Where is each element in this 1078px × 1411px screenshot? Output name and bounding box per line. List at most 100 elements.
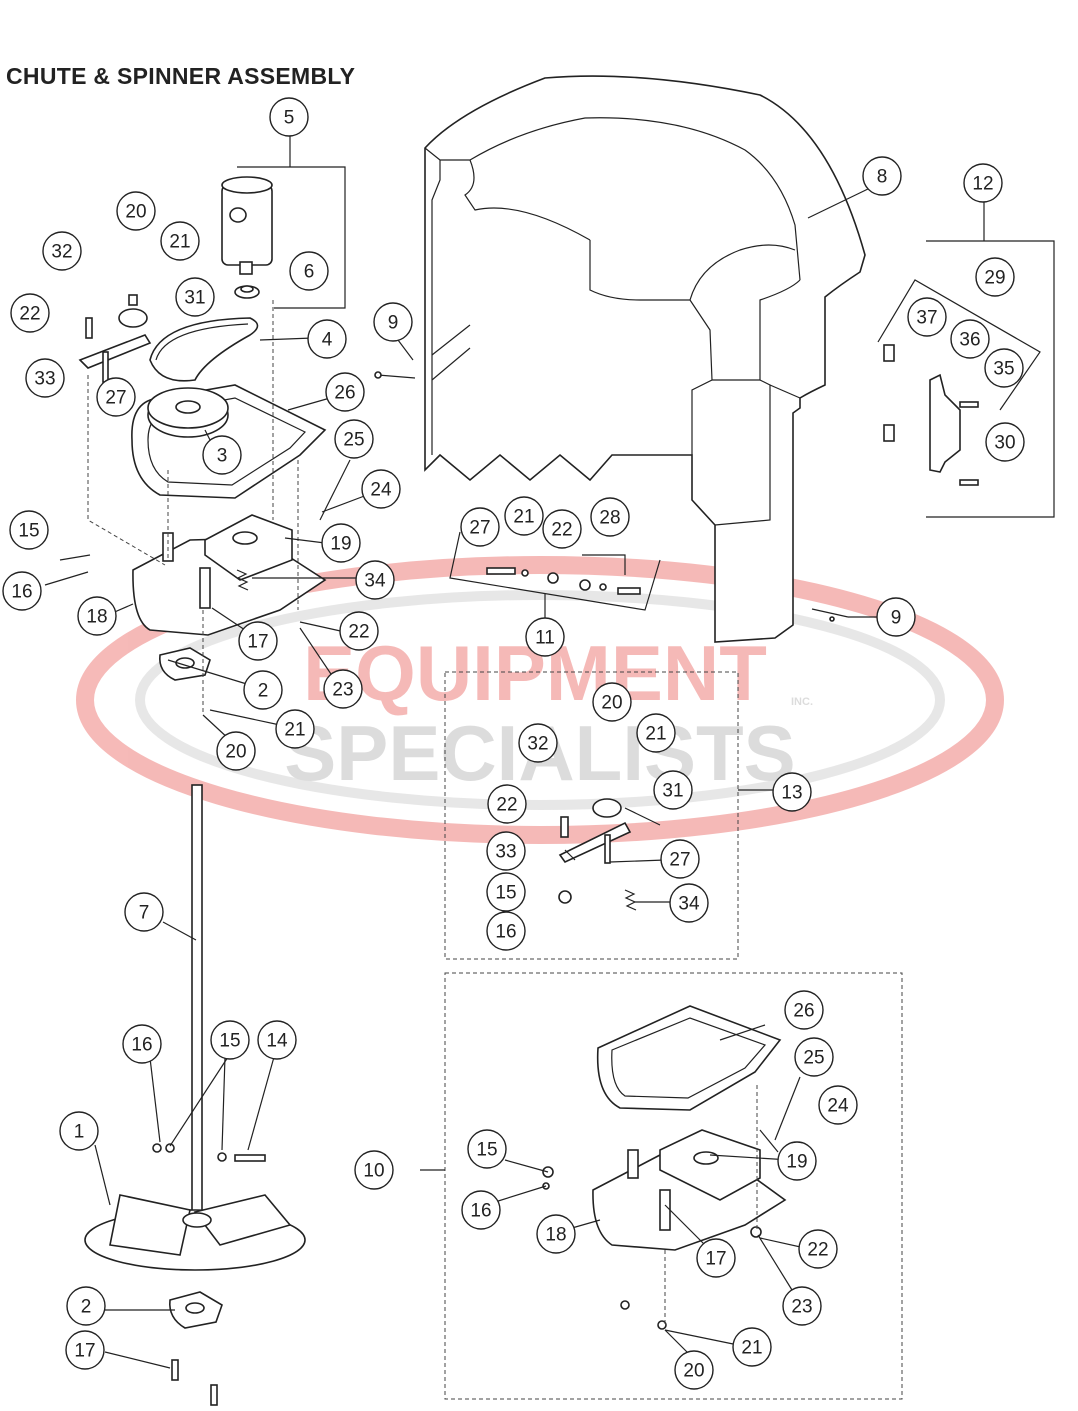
bearing-lower [168, 1291, 223, 1329]
callout-circle [772, 772, 812, 812]
callout-circle [798, 1229, 838, 1269]
callout-label: 30 [994, 433, 1015, 454]
callout-32: 32 [518, 723, 558, 763]
watermark-suffix: INC. [791, 696, 813, 708]
callout-circle [65, 1330, 105, 1370]
callout-26: 26 [325, 372, 365, 412]
callout-circle [323, 669, 363, 709]
callout-label: 5 [284, 108, 295, 129]
callout-label: 10 [363, 1161, 384, 1182]
callout-circle [59, 1111, 99, 1151]
callout-label: 29 [984, 268, 1005, 289]
callout-11: 11 [525, 617, 565, 657]
kit-10-box [420, 972, 903, 1400]
callout-circle [862, 156, 902, 196]
callout-label: 14 [266, 1031, 288, 1052]
callout-23: 23 [782, 1286, 822, 1326]
callout-label: 2 [258, 681, 269, 702]
callout-23: 23 [323, 669, 363, 709]
callout-label: 21 [645, 724, 666, 745]
callout-22: 22 [10, 293, 50, 333]
pin-9-lower [811, 608, 849, 622]
callout-circle [354, 1150, 394, 1190]
callout-circle [96, 377, 136, 417]
callout-26: 26 [784, 990, 824, 1030]
motor-pulley [234, 285, 260, 299]
callout-14: 14 [257, 1020, 297, 1060]
callout-4: 4 [307, 319, 347, 359]
kit-13-box [444, 671, 773, 960]
callout-31: 31 [175, 277, 215, 317]
callout-circle [124, 892, 164, 932]
spinner-disk [84, 1194, 306, 1271]
callout-15: 15 [467, 1129, 507, 1169]
spinner-shaft [191, 784, 203, 1216]
callout-2: 2 [243, 670, 283, 710]
callout-19: 19 [321, 523, 361, 563]
kit-12-box [877, 197, 1055, 518]
callout-label: 22 [19, 304, 40, 325]
callout-circle [321, 523, 361, 563]
callout-24: 24 [361, 469, 401, 509]
callout-label: 9 [388, 313, 399, 334]
callout-circle [669, 883, 709, 923]
callout-label: 15 [18, 521, 39, 542]
callout-20: 20 [592, 682, 632, 722]
callout-label: 17 [247, 632, 268, 653]
callout-33: 33 [25, 358, 65, 398]
callout-label: 33 [495, 842, 516, 863]
callout-circle [467, 1129, 507, 1169]
callout-37: 37 [907, 297, 947, 337]
callout-circle [985, 422, 1025, 462]
callout-label: 15 [476, 1140, 497, 1161]
callout-label: 11 [535, 628, 555, 649]
callout-circle [590, 497, 630, 537]
page-title: CHUTE & SPINNER ASSEMBLY [6, 63, 356, 89]
callout-33: 33 [486, 831, 526, 871]
callout-34: 34 [669, 883, 709, 923]
callout-circle [592, 682, 632, 722]
callout-25: 25 [334, 419, 374, 459]
pin-9-upper [374, 371, 416, 379]
callout-circle [460, 507, 500, 547]
callout-circle [732, 1327, 772, 1367]
callout-circle [373, 302, 413, 342]
callout-circle [777, 1141, 817, 1181]
callout-label: 3 [217, 446, 228, 467]
callout-21: 21 [504, 496, 544, 536]
callout-circle [461, 1190, 501, 1230]
callout-label: 18 [86, 607, 107, 628]
callout-label: 15 [219, 1031, 240, 1052]
callout-circle [653, 770, 693, 810]
callout-label: 24 [370, 480, 392, 501]
callout-circle [334, 419, 374, 459]
callout-13: 13 [772, 772, 812, 812]
callout-21: 21 [732, 1327, 772, 1367]
callout-3: 3 [202, 435, 242, 475]
callout-label: 32 [51, 242, 72, 263]
callout-15: 15 [210, 1020, 250, 1060]
callout-circle [275, 709, 315, 749]
callout-circle [984, 348, 1024, 388]
callout-36: 36 [950, 319, 990, 359]
callout-8: 8 [862, 156, 902, 196]
callout-label: 28 [599, 508, 620, 529]
callout-label: 7 [139, 903, 150, 924]
callout-label: 13 [781, 783, 802, 804]
motor-bracket-line [237, 166, 346, 309]
callout-circle [175, 277, 215, 317]
callout-19: 19 [777, 1141, 817, 1181]
chute-body [424, 75, 866, 643]
callout-circle [636, 713, 676, 753]
callout-21: 21 [160, 221, 200, 261]
callout-label: 20 [601, 693, 622, 714]
callout-24: 24 [818, 1085, 858, 1125]
callout-16: 16 [122, 1024, 162, 1064]
callout-label: 20 [683, 1361, 704, 1382]
callout-22: 22 [542, 509, 582, 549]
callout-circle [25, 358, 65, 398]
callout-label: 31 [662, 781, 683, 802]
callout-label: 21 [169, 232, 190, 253]
callout-circle [216, 731, 256, 771]
